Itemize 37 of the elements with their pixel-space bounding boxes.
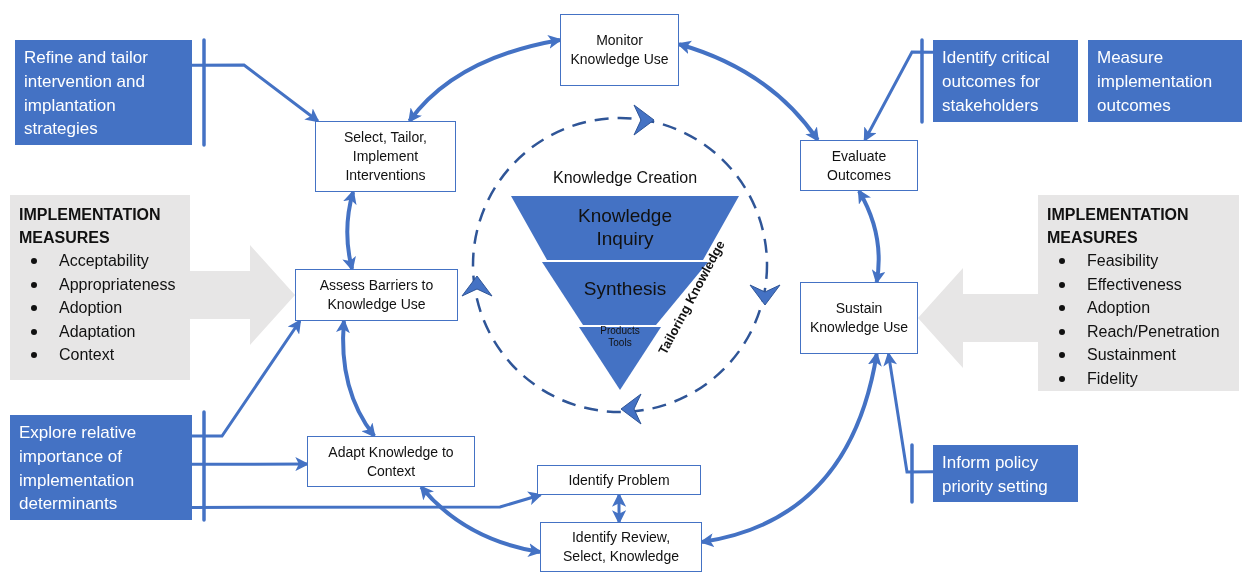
process-box: Identify Problem xyxy=(537,465,701,495)
note-box: Explore relative importance of implementation determinants xyxy=(10,415,192,520)
list-item: Sustainment xyxy=(1087,346,1176,364)
list-item: Adoption xyxy=(1087,299,1151,317)
list-item: Feasibility xyxy=(1087,252,1159,270)
list-item: Adoption xyxy=(59,299,123,317)
process-box: Adapt Knowledge to Context xyxy=(307,436,475,487)
process-box: Monitor Knowledge Use xyxy=(560,14,679,86)
list-item: Adaptation xyxy=(59,322,136,340)
panel-heading: IMPLEMENTATION MEASURES xyxy=(19,205,162,249)
section-heading: Knowledge Creation xyxy=(551,169,699,187)
process-box: Assess Barriers to Knowledge Use xyxy=(295,269,458,321)
list-item: Reach/Penetration xyxy=(1087,322,1220,340)
list-item: Context xyxy=(59,346,115,364)
arrow xyxy=(192,319,302,438)
measures-panel xyxy=(10,195,190,380)
block-arrow xyxy=(918,268,1038,368)
list-item: Acceptability xyxy=(59,252,149,270)
arrow xyxy=(192,491,543,509)
section-label: Synthesis xyxy=(583,278,667,301)
list-item: Appropriateness xyxy=(59,275,176,293)
measures-panel xyxy=(1038,195,1239,391)
process-box: Sustain Knowledge Use xyxy=(800,282,918,354)
section-label: Knowledge Inquiry xyxy=(577,205,673,251)
note-box: Identify critical outcomes for stakeholders xyxy=(933,40,1078,122)
process-box: Select, Tailor, Implement Interventions xyxy=(315,121,456,192)
list-item: Fidelity xyxy=(1087,369,1138,387)
process-box: Identify Review, Select, Knowledge xyxy=(540,522,702,572)
arrow xyxy=(192,63,320,123)
list-item: Effectiveness xyxy=(1087,275,1182,293)
panel-heading: IMPLEMENTATION MEASURES xyxy=(1047,205,1190,249)
section-label: Products Tools xyxy=(599,324,641,349)
note-box: Refine and tailor intervention and implantation strategies xyxy=(15,40,192,145)
note-box: Measure implementation outcomes xyxy=(1088,40,1242,122)
note-box: Inform policy priority setting xyxy=(933,445,1078,502)
process-box: Evaluate Outcomes xyxy=(800,140,918,191)
block-arrow xyxy=(190,245,295,345)
